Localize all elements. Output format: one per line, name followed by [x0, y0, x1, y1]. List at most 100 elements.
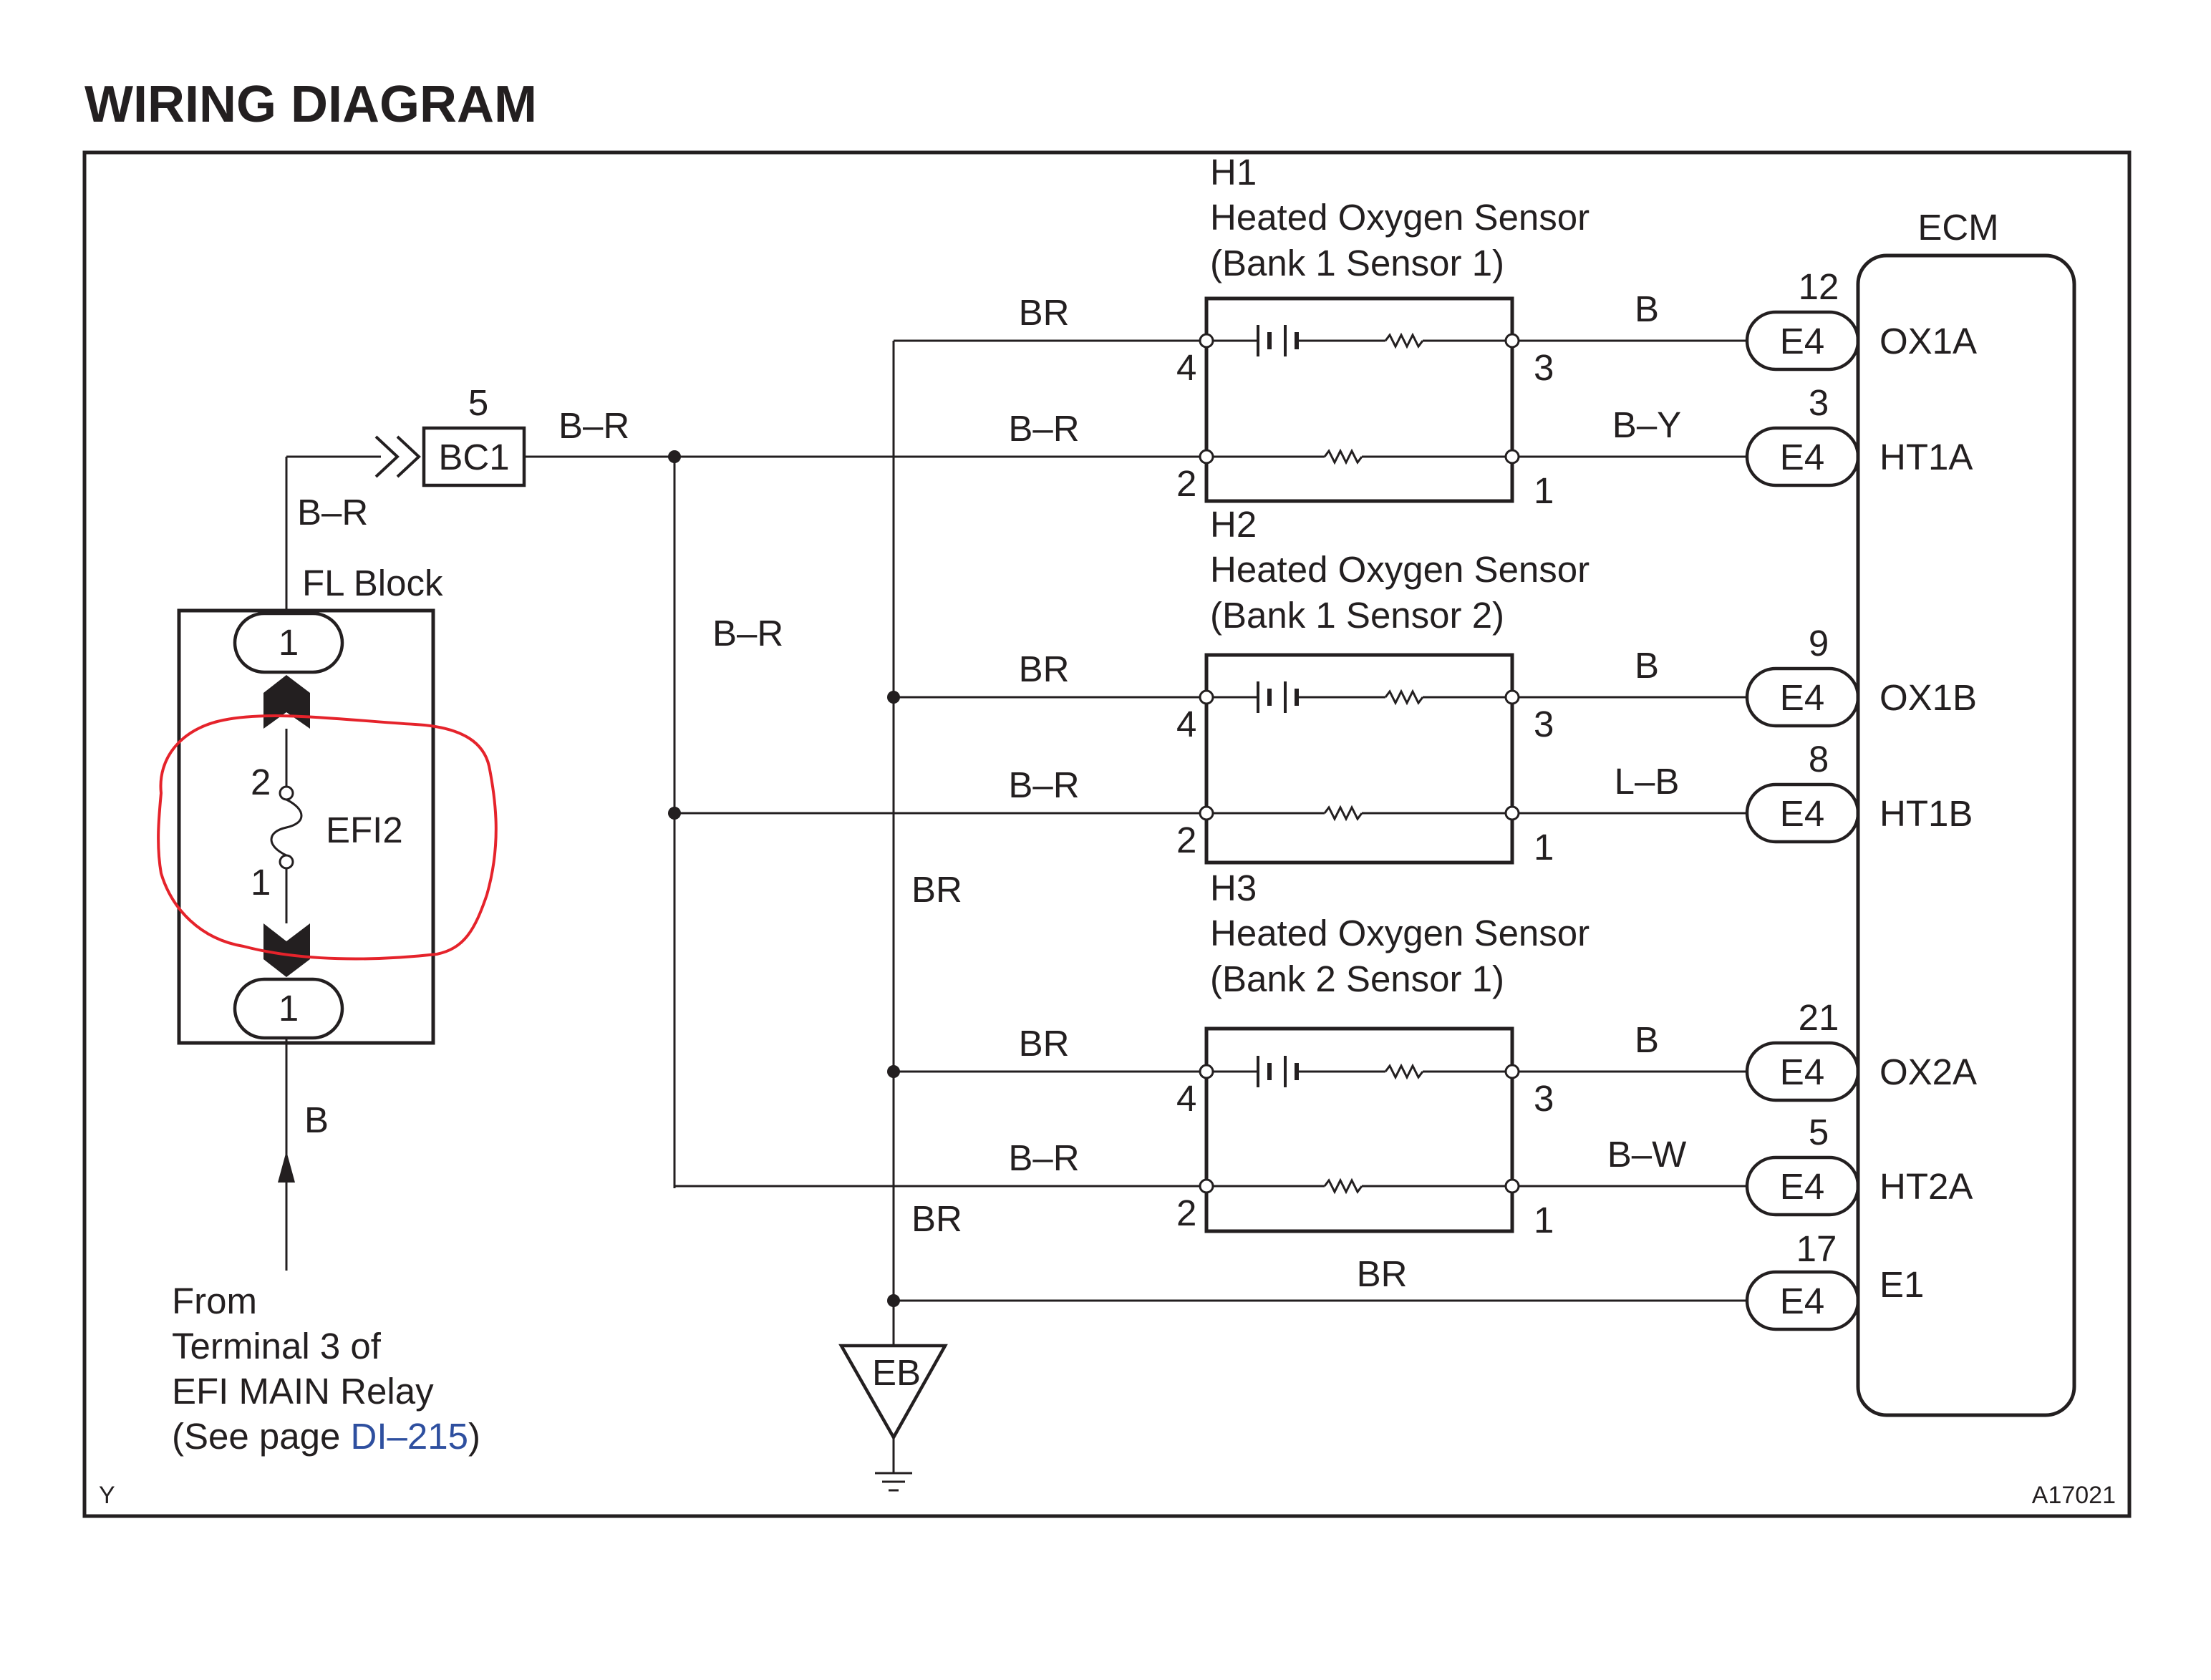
wire-ground-color: BR — [1019, 292, 1070, 333]
fl-block-top-pin — [233, 611, 344, 674]
heater-terminal: HT2A — [1879, 1166, 1973, 1207]
sensor-pin — [1199, 449, 1214, 465]
signal-pin-number: 9 — [1809, 623, 1829, 664]
sensor-name: Heated Oxygen Sensor — [1210, 549, 1590, 590]
sensor-id: H1 — [1210, 152, 1257, 193]
junction-id: BC1 — [438, 437, 509, 477]
pin-top-right: 3 — [1534, 704, 1554, 744]
wire-power-color: B–R — [1008, 1137, 1079, 1178]
wire-ground-color: BR — [1019, 649, 1070, 689]
ground-bus: BR BR EB — [838, 341, 962, 1492]
ground-icon — [875, 1472, 912, 1492]
wire-ground-color: BR — [1019, 1023, 1070, 1064]
ecm-ground-line: BR E4 17 E1 — [894, 1228, 1924, 1331]
signal-terminal: OX2A — [1879, 1052, 1977, 1092]
sensor-cell-icon — [1257, 325, 1299, 356]
sensor-pin — [1504, 1064, 1520, 1079]
sensor-pin — [1199, 1064, 1214, 1079]
signal-connector-id: E4 — [1780, 321, 1824, 361]
pin-top-right: 3 — [1534, 347, 1554, 388]
heater-wire-color: B–Y — [1612, 404, 1681, 445]
pin-top-right: 3 — [1534, 1078, 1554, 1119]
signal-terminal: OX1A — [1879, 321, 1977, 361]
sensor-box — [1204, 296, 1514, 503]
junction-bc1: BC1 5 B–R — [374, 382, 674, 487]
sensor-pin — [1504, 689, 1520, 705]
heater-wire-color: B–W — [1607, 1134, 1687, 1175]
pin-bottom-left: 2 — [1176, 1193, 1196, 1233]
sensor-cell-icon — [1257, 681, 1299, 713]
fl-wire-color: B–R — [297, 492, 368, 533]
pin-bottom-right: 1 — [1534, 827, 1554, 868]
page-title: WIRING DIAGRAM — [84, 76, 537, 133]
diagram-frame — [82, 150, 2132, 1518]
sensor-pin — [1199, 333, 1214, 349]
sensor-id: H2 — [1210, 504, 1257, 545]
signal-wire-color: B — [1635, 645, 1659, 686]
sensor-name: Heated Oxygen Sensor — [1210, 197, 1590, 238]
fuse-icon — [270, 798, 303, 857]
source-wire-color: B — [304, 1099, 329, 1140]
sensor-pin — [1504, 1178, 1520, 1194]
signal-pin-number: 12 — [1799, 266, 1839, 307]
fl-block: FL Block 1 1 2 1 EFI2 B–R — [177, 455, 443, 1045]
source-feed: B From Terminal 3 of EFI MAIN Relay (See… — [172, 1039, 480, 1457]
fl-block-bottom-pin — [233, 977, 344, 1040]
signal-wire-color: B — [1635, 1019, 1659, 1060]
sensor-id: H3 — [1210, 868, 1257, 908]
see-page-link[interactable]: DI–215 — [351, 1416, 468, 1457]
corner-letter: Y — [99, 1482, 115, 1509]
signal-connector-id: E4 — [1780, 1052, 1824, 1092]
pin-bottom-right: 1 — [1534, 1200, 1554, 1240]
pin-top-left: 4 — [1176, 347, 1196, 388]
heater-icon — [1323, 1178, 1363, 1195]
sensor-pin — [1504, 333, 1520, 349]
ecm-ground-wire-color: BR — [1357, 1253, 1408, 1294]
pin-top-left: 4 — [1176, 1078, 1196, 1119]
signal-pin-number: 21 — [1799, 997, 1839, 1038]
heater-terminal: HT1A — [1879, 437, 1973, 477]
heater-icon — [1323, 805, 1363, 822]
heater-connector-id: E4 — [1780, 793, 1824, 834]
source-line-1: From — [172, 1281, 257, 1321]
pin-bottom-left: 2 — [1176, 463, 1196, 504]
heater-connector-id: E4 — [1780, 437, 1824, 477]
resistor-icon — [1384, 689, 1424, 706]
ground-label: EB — [872, 1352, 921, 1393]
heater-connector-id: E4 — [1780, 1166, 1824, 1207]
heater-wire-color: L–B — [1615, 761, 1680, 802]
junction-wire-color: B–R — [558, 405, 629, 446]
ground-bus-label-1: BR — [911, 869, 962, 910]
terminal-arrow-up-icon — [263, 675, 310, 729]
power-bus: B–R — [668, 450, 783, 1188]
wire-power-color: B–R — [1008, 764, 1079, 805]
sensor-pin — [1199, 689, 1214, 705]
sensor-box — [1204, 1026, 1514, 1233]
sensor-name: Heated Oxygen Sensor — [1210, 913, 1590, 953]
heater-pin-number: 8 — [1809, 739, 1829, 780]
ecm-ground-connector-id: E4 — [1780, 1281, 1824, 1321]
ground-bus-label-2: BR — [911, 1198, 962, 1239]
ecm-box — [1856, 253, 2076, 1417]
sensor-position: (Bank 1 Sensor 1) — [1210, 243, 1504, 283]
heater-pin-number: 5 — [1809, 1112, 1829, 1152]
fl-block-top-pin-number: 1 — [279, 622, 299, 663]
sensor-pin — [1504, 805, 1520, 821]
arrow-up-icon — [278, 1151, 295, 1183]
junction-arrow-icon — [374, 435, 421, 478]
terminal-arrow-down-icon — [263, 923, 310, 977]
ecm-ground-pin: 17 — [1796, 1228, 1837, 1269]
signal-terminal: OX1B — [1879, 677, 1977, 718]
figure-id: A17021 — [2032, 1482, 2116, 1509]
pin-bottom-right: 1 — [1534, 470, 1554, 511]
red-circle-annotation — [157, 714, 498, 961]
junction-pin: 5 — [468, 382, 488, 423]
sensor-cell-icon — [1257, 1056, 1299, 1087]
signal-connector-id: E4 — [1780, 677, 1824, 718]
ecm: ECM — [1856, 207, 2076, 1417]
